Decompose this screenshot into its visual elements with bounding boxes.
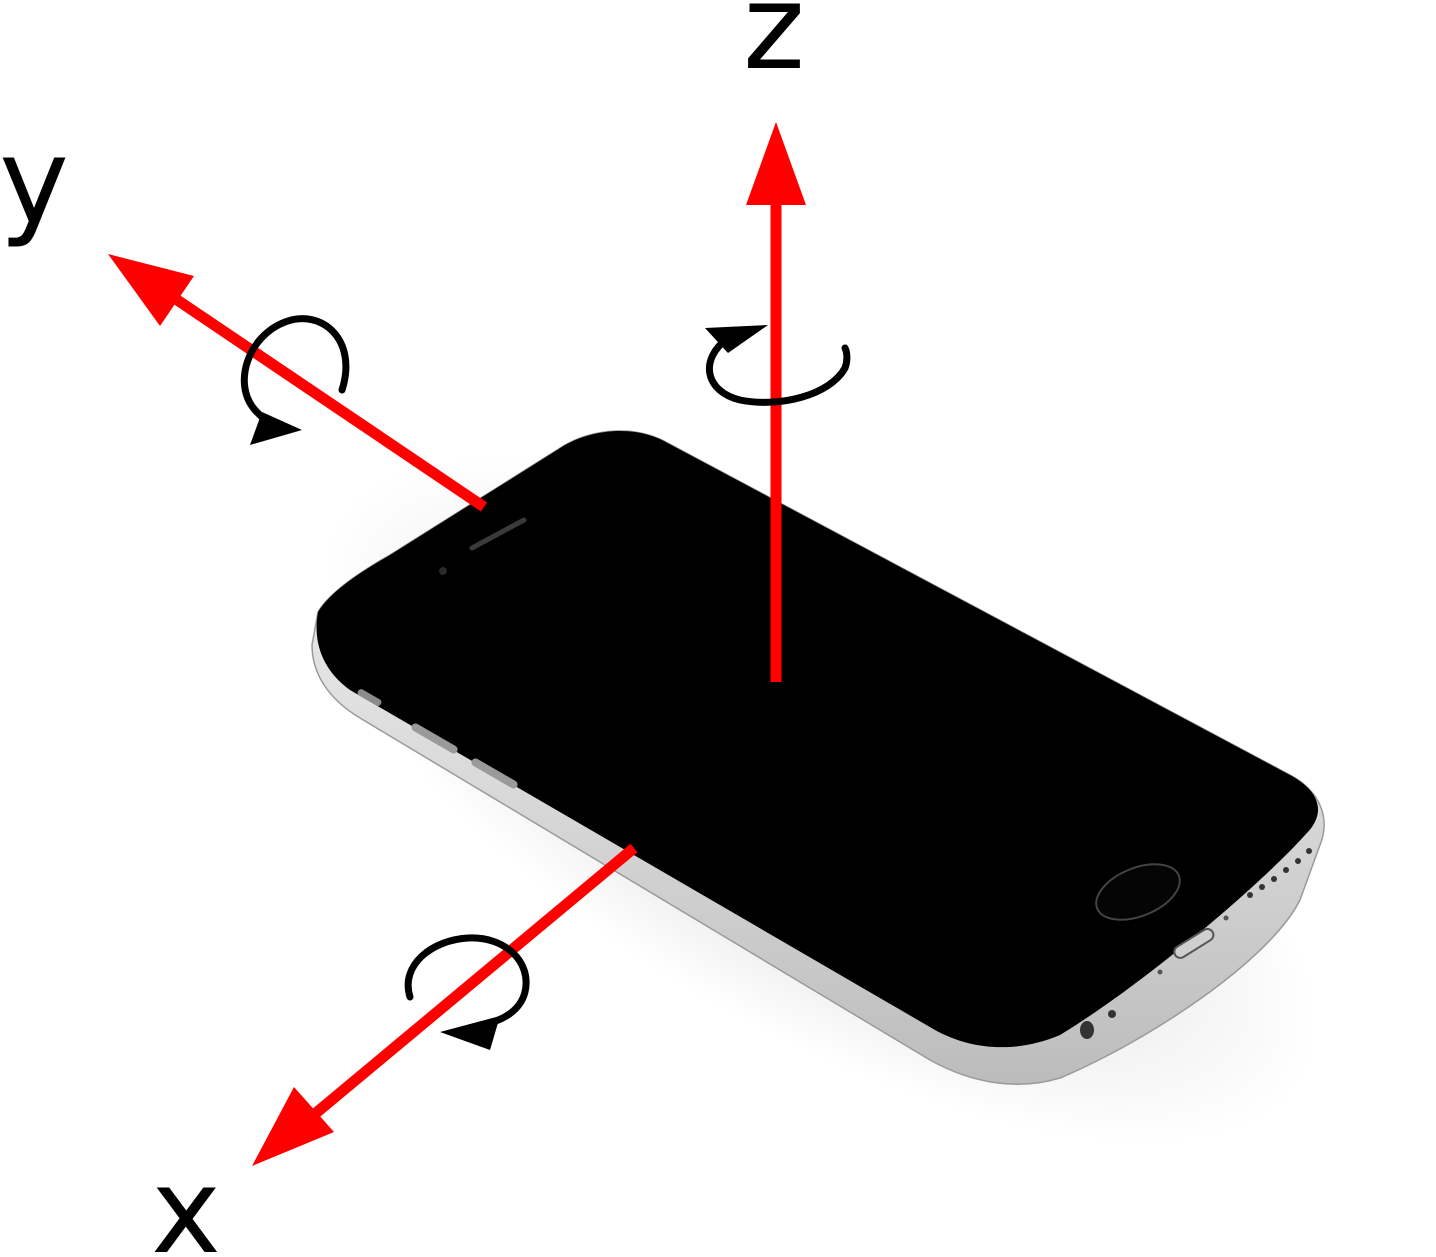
y-axis-label: y — [0, 112, 69, 250]
microphone-hole — [1108, 1010, 1116, 1018]
x-axis-label: x — [151, 1142, 221, 1257]
z-axis-arrowhead — [746, 122, 806, 205]
y-axis-line — [154, 282, 488, 512]
smartphone-icon — [311, 430, 1325, 1144]
y-axis: y — [0, 112, 488, 512]
lightning-port — [1173, 927, 1215, 959]
speaker-grille — [1247, 848, 1312, 898]
z-axis-label: z — [743, 0, 805, 96]
volume-down-button — [471, 758, 518, 789]
mute-switch — [357, 689, 382, 706]
screw-left — [1157, 969, 1163, 975]
earpiece — [469, 517, 527, 551]
home-button — [1095, 863, 1181, 921]
screw-right — [1223, 915, 1229, 921]
z-axis: z — [705, 0, 851, 682]
z-rotation-arrow-icon — [705, 325, 851, 406]
y-rotation-arrow-icon — [240, 315, 350, 445]
x-axis-arrowhead — [252, 1087, 334, 1166]
volume-up-button — [411, 723, 458, 754]
headphone-jack — [1080, 1021, 1094, 1039]
front-camera — [439, 567, 447, 575]
x-axis: x — [151, 843, 638, 1257]
x-axis-line — [294, 843, 638, 1133]
x-rotation-arrow-icon — [404, 934, 530, 1050]
phone-screen — [316, 430, 1319, 1048]
y-axis-arrowhead — [108, 254, 194, 326]
